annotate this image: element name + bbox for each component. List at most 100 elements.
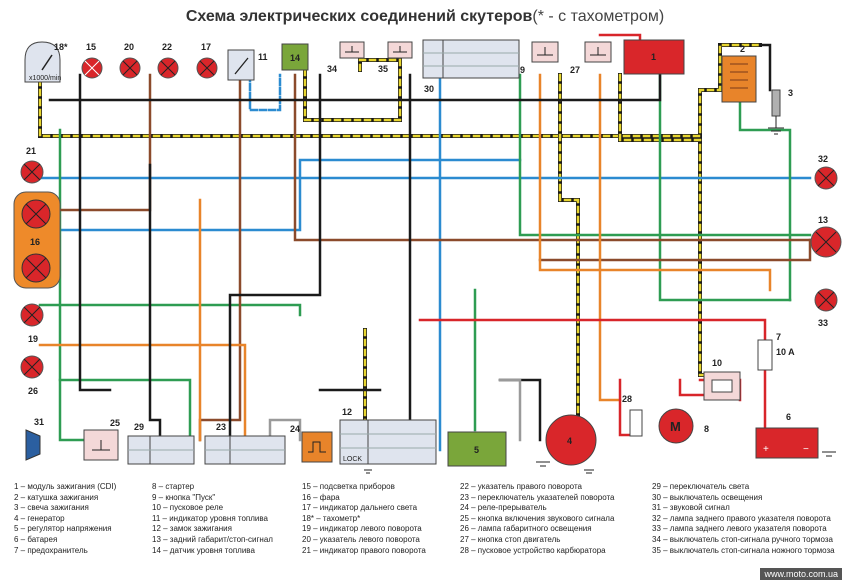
wire-black-8 — [758, 43, 772, 92]
legend-item: 15 – подсветка приборов — [302, 482, 395, 491]
wire-brown-4 — [538, 238, 812, 262]
legend-item: 3 – свеча зажигания — [14, 503, 89, 513]
label-27: 27 — [570, 65, 580, 75]
legend-item: 8 – стартер — [152, 482, 195, 491]
legend-item: 25 – кнопка включения звукового сигнала — [460, 513, 615, 523]
label-12: 12 — [342, 407, 352, 417]
label-9: 9 — [520, 65, 525, 75]
spark-plug: 3 — [768, 88, 793, 135]
label-11: 11 — [258, 52, 268, 62]
cdi-module: 1 — [623, 39, 685, 75]
wire-brown-3 — [198, 73, 242, 442]
legend-item: 33 – лампа заднего левого указателя пово… — [652, 524, 827, 534]
legend-item: 22 – указатель правого поворота — [460, 482, 582, 491]
label-19: 19 — [28, 334, 38, 344]
tail-light: 13 — [810, 215, 842, 258]
wire-yellow-black-2-dash — [303, 58, 402, 122]
legend-item: 12 – замок зажигания — [152, 524, 232, 534]
label-24: 24 — [290, 424, 300, 434]
wire-yb-right-dash — [618, 73, 712, 377]
horn-button: 25 — [83, 418, 120, 461]
wire-yb-stator-dash — [558, 73, 580, 417]
legend-item: 4 – генератор — [14, 513, 65, 523]
legend-item: 9 – кнопка "Пуск" — [152, 492, 216, 502]
wire-grey — [268, 418, 302, 442]
label-16: 16 — [30, 237, 40, 247]
wire-black — [48, 73, 662, 102]
switch-35: 35 — [378, 41, 413, 74]
wire-black-3 — [148, 163, 162, 442]
ignition-lock: LOCK 12 — [339, 407, 437, 465]
wire-black-2 — [78, 73, 112, 392]
lamp-21: 21 — [20, 146, 44, 184]
light-switch: 30 — [422, 39, 520, 94]
site-footer: www.moto.com.ua — [760, 568, 842, 580]
svg-text:−: − — [803, 444, 809, 455]
wire-yb-right — [618, 73, 712, 377]
label-6: 6 — [786, 412, 791, 422]
lamp-17: 17 — [196, 42, 218, 79]
legend-item: 28 – пусковое устройство карбюратора — [460, 545, 606, 555]
wire-orange-2 — [38, 343, 247, 442]
wire-green-5 — [738, 68, 792, 302]
wire-blue-2 — [38, 158, 522, 232]
legend-item: 13 – задний габарит/стоп-сигнал — [152, 534, 273, 544]
label-28: 28 — [622, 394, 632, 404]
fuel-gauge: 11 — [227, 49, 268, 81]
generator: 4 — [536, 414, 597, 467]
horn: 31 — [25, 417, 44, 461]
label-5: 5 — [474, 445, 479, 455]
wire-red — [418, 318, 767, 342]
label-22: 22 — [162, 42, 172, 52]
legend-item: 14 – датчик уровня топлива — [152, 545, 255, 555]
fuse-rating: 10 A — [776, 347, 795, 357]
motor-symbol: M — [670, 419, 681, 434]
switch-34: 34 — [327, 41, 365, 74]
wire-orange — [538, 73, 772, 292]
legend-item: 19 – индикатор левого поворота — [302, 524, 422, 534]
label-4: 4 — [567, 436, 572, 446]
legend-item: 7 – предохранитель — [14, 545, 88, 555]
turn-switch: 23 — [204, 422, 286, 465]
legend-item: 1 – модуль зажигания (CDI) — [14, 482, 117, 491]
label-8: 8 — [704, 424, 709, 434]
legend-item: 35 – выключатель стоп-сигнала ножного то… — [652, 545, 835, 555]
wire-green-4 — [658, 73, 792, 302]
wire-blue-3 — [248, 73, 282, 112]
svg-text:+: + — [763, 444, 769, 455]
wire-green-2 — [38, 303, 302, 317]
legend: 1 – модуль зажигания (CDI)2 – катушка за… — [14, 482, 844, 572]
wire-green — [58, 128, 112, 442]
label-33: 33 — [818, 318, 828, 328]
label-30: 30 — [424, 84, 434, 94]
legend-item: 31 – звуковой сигнал — [652, 503, 730, 513]
wire-yellow-black-dash — [38, 43, 762, 138]
label-26: 26 — [28, 386, 38, 396]
label-2: 2 — [740, 44, 745, 54]
flasher-relay: 24 — [290, 424, 333, 463]
legend-item: 30 – выключатель освещения — [652, 492, 763, 502]
voltage-regulator: 5 — [447, 431, 507, 467]
tachometer: x1000/min 18* — [24, 41, 68, 83]
wire-orange-3 — [598, 73, 622, 402]
wire-grey-2 — [498, 378, 522, 442]
lamp-33: 33 — [814, 288, 838, 328]
headlight: 16 — [13, 191, 61, 289]
label-29: 29 — [134, 422, 144, 432]
label-14: 14 — [290, 53, 300, 63]
label-18: 18* — [54, 42, 68, 52]
label-21: 21 — [26, 146, 36, 156]
label-32: 32 — [818, 154, 828, 164]
page-title: Схема электрических соединений скутеров(… — [0, 8, 850, 26]
wire-green-3 — [518, 73, 812, 237]
label-34: 34 — [327, 64, 337, 74]
starter-motor: M 8 — [658, 408, 709, 444]
legend-item: 27 – кнопка стоп двигатель — [460, 534, 561, 544]
lamp-22: 22 — [157, 42, 179, 79]
label-35: 35 — [378, 64, 388, 74]
legend-item: 18* – тахометр* — [302, 513, 361, 523]
legend-item: 21 – индикатор правого поворота — [302, 545, 426, 555]
legend-item: 26 – лампа габаритного освещения — [460, 524, 592, 534]
